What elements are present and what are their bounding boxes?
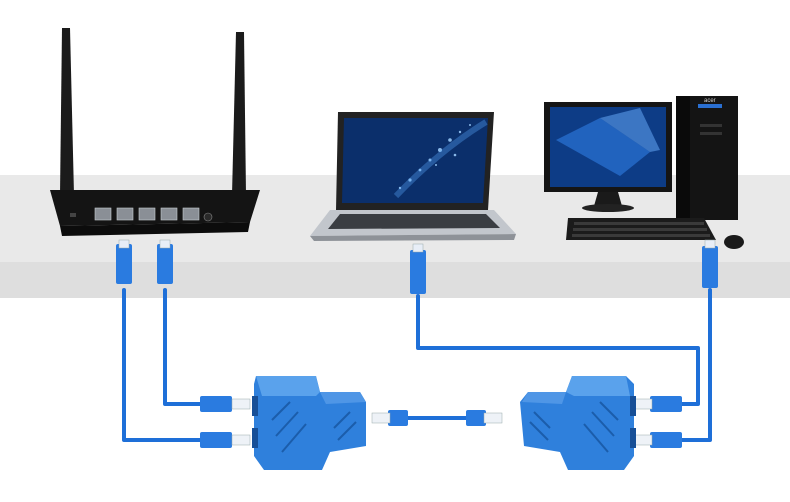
- desktop-icon: acer: [544, 96, 744, 249]
- splitter-right-icon: [520, 376, 636, 470]
- cables: [122, 288, 712, 442]
- splitter-left-icon: [252, 376, 366, 470]
- desktop-brand-text: acer: [704, 98, 716, 104]
- laptop-icon: [310, 112, 516, 241]
- rj45-plugs: [116, 239, 718, 448]
- router-icon: [50, 28, 260, 236]
